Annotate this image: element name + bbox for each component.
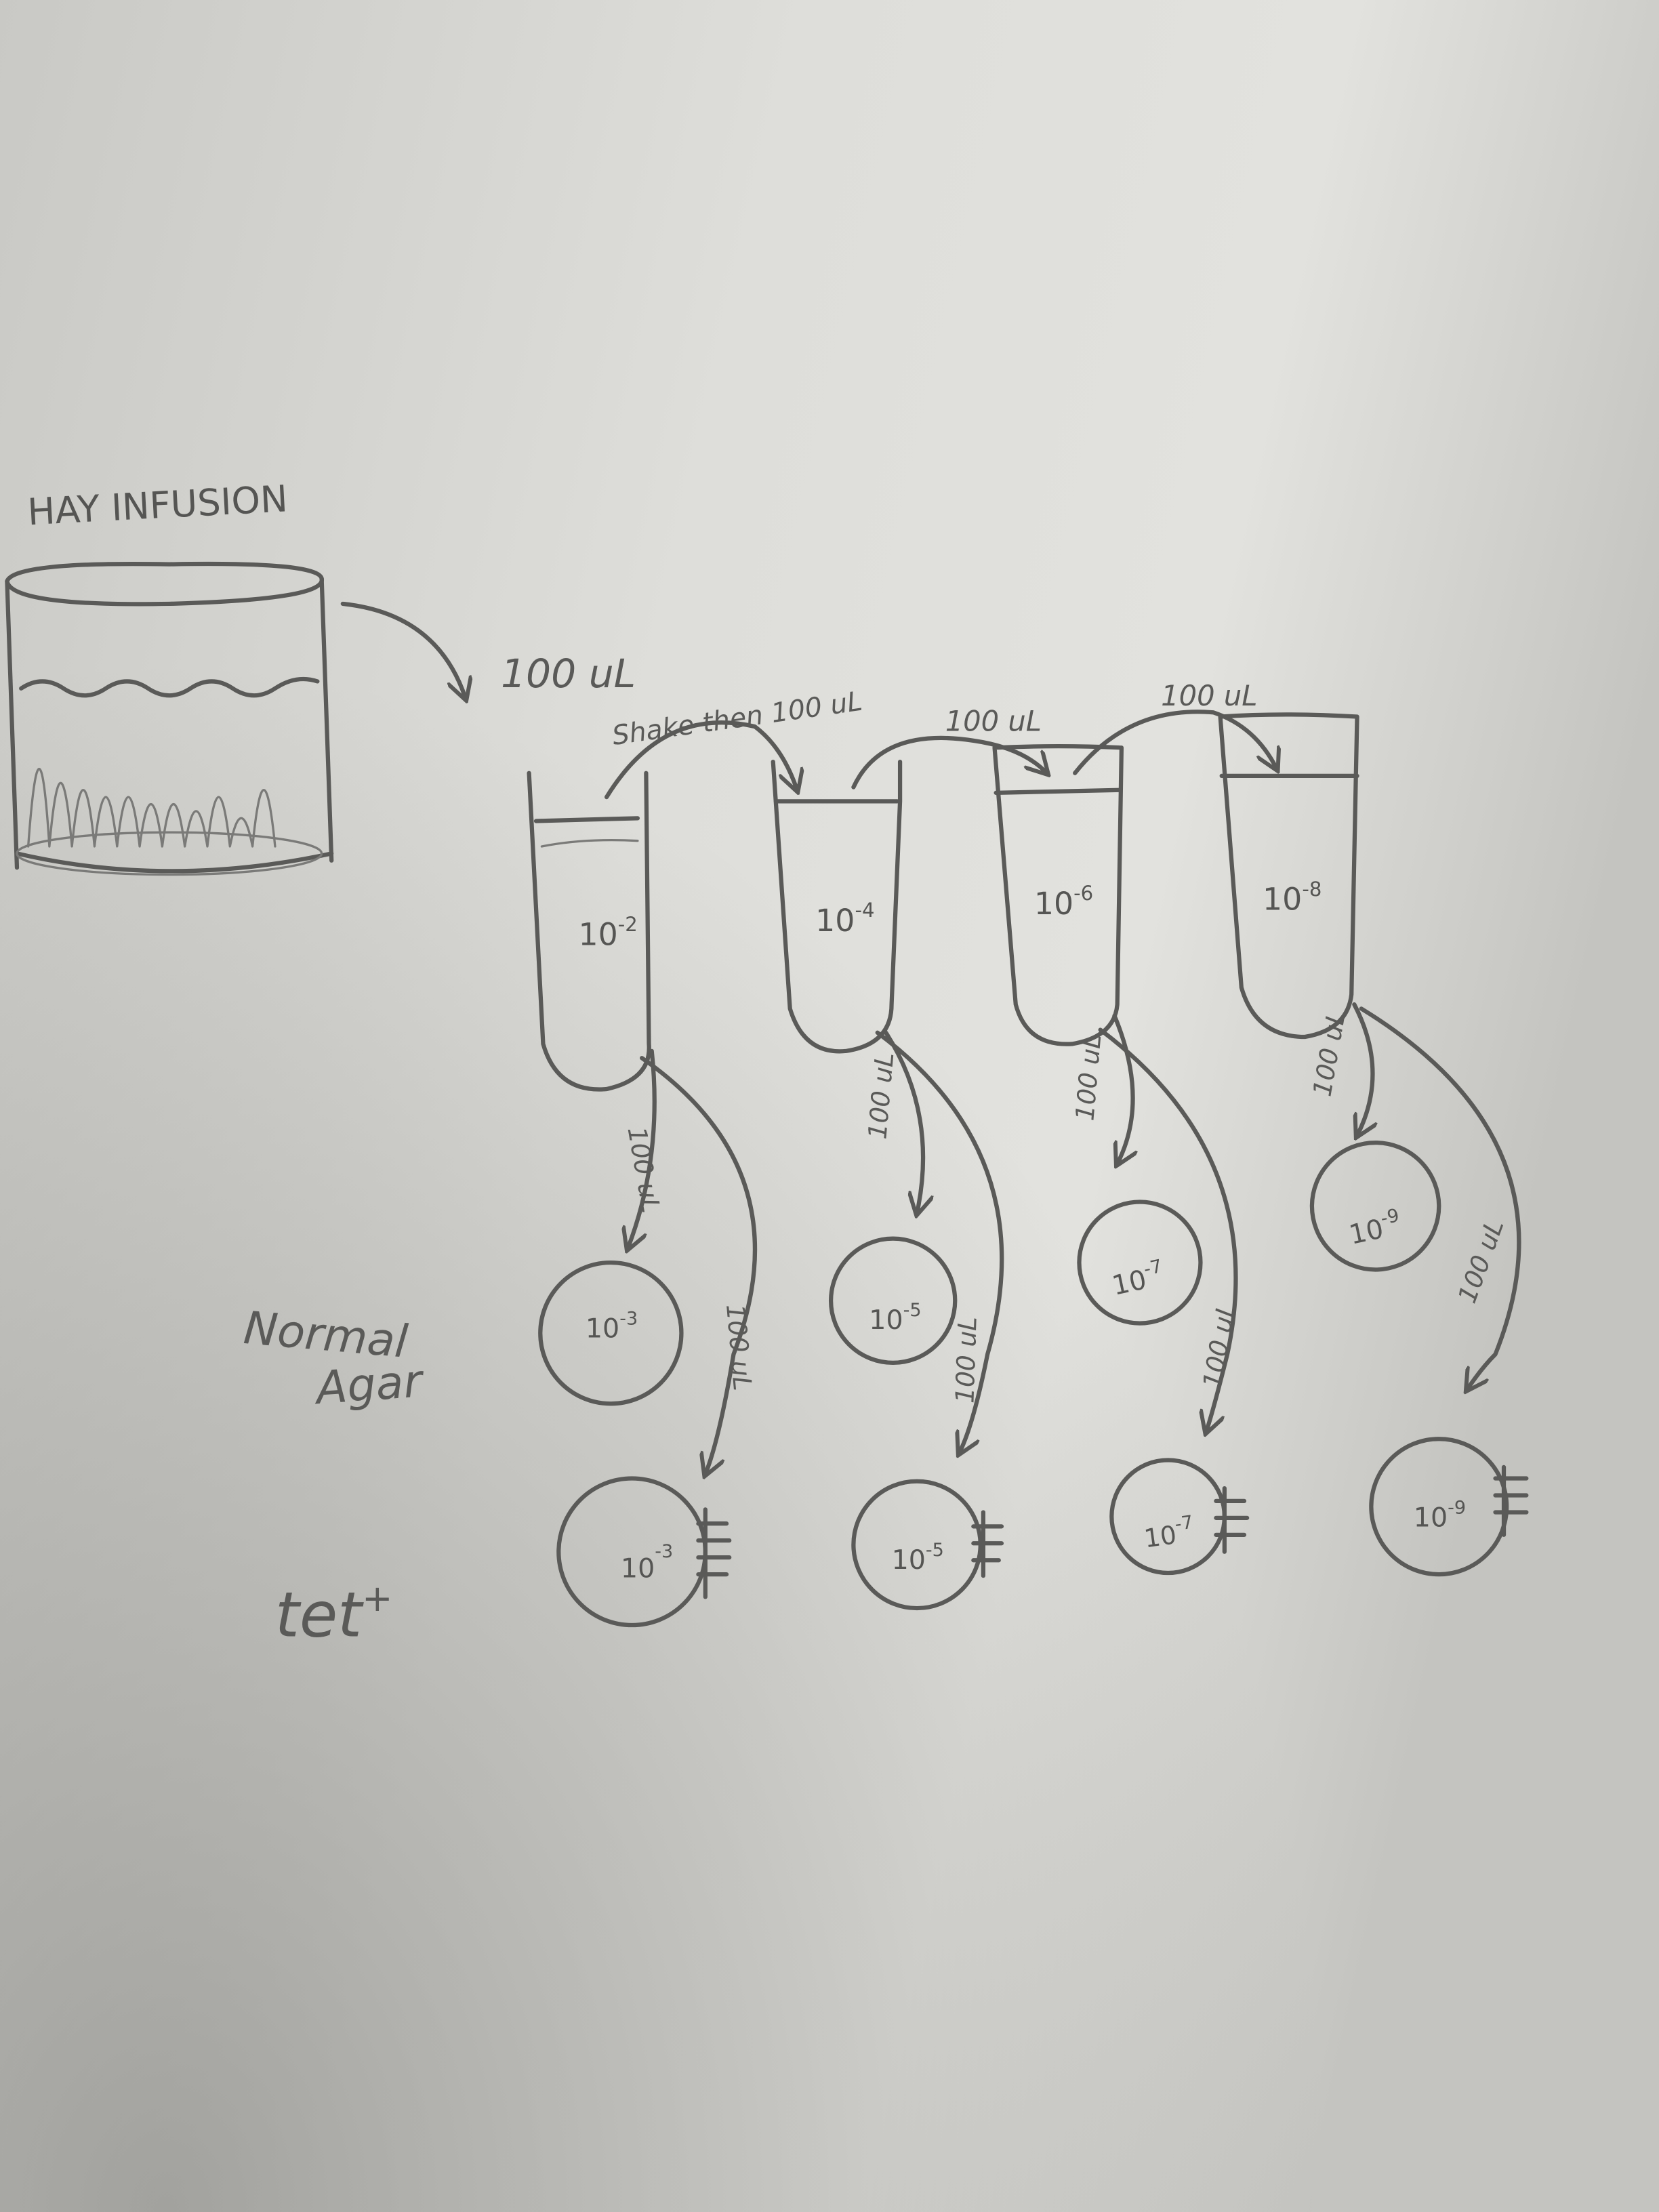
svg-text:10-4: 10-4 (815, 899, 874, 939)
tube-4: 10-8 (1218, 712, 1359, 1040)
initial-volume-label: 100 uL (501, 651, 636, 697)
normal-plate-2: 10-5 (828, 1236, 958, 1365)
tet-marks-icon (1214, 1486, 1250, 1554)
arrow-to-tube1 (340, 601, 466, 698)
tet-marks-icon (971, 1510, 1004, 1578)
plate-transfer-arrows (628, 1002, 1521, 1474)
transfer-arrow-2 (851, 735, 1046, 790)
tet-marks-icon (1493, 1465, 1529, 1537)
tet-plate-3: 10-7 (1109, 1458, 1250, 1576)
svg-text:10-6: 10-6 (1034, 882, 1093, 922)
svg-text:100 uL: 100 uL (949, 1316, 982, 1404)
svg-text:10-7: 10-7 (1141, 1512, 1196, 1554)
svg-text:10-7: 10-7 (1109, 1256, 1168, 1302)
svg-text:10-3: 10-3 (586, 1309, 638, 1345)
tet-plate-1: 10-3 (556, 1476, 732, 1628)
transfer-arrow-1 (604, 720, 797, 800)
transfer-label-2: 100 uL (945, 704, 1042, 737)
normal-agar-label-2: Agar (312, 1354, 426, 1414)
tube-3: 10-6 (992, 744, 1124, 1046)
svg-text:10-3: 10-3 (621, 1541, 673, 1584)
normal-plate-4: 10-9 (1309, 1141, 1441, 1272)
svg-text:10-5: 10-5 (869, 1300, 921, 1336)
normal-plate-3: 10-7 (1077, 1200, 1203, 1326)
svg-text:10-9: 10-9 (1414, 1498, 1466, 1534)
svg-text:100 uL: 100 uL (720, 1303, 758, 1391)
svg-text:10-8: 10-8 (1263, 878, 1322, 918)
tet-label: tet+ (275, 1577, 392, 1651)
transfer-label-3: 100 uL (1161, 679, 1257, 712)
tube-1-dilution: 10 (578, 916, 617, 953)
transfer-arrow-3 (1073, 710, 1277, 775)
tet-marks-icon (696, 1507, 732, 1599)
tet-plate-4: 10-9 (1369, 1437, 1529, 1577)
tube-2: 10-4 (771, 759, 903, 1054)
tet-plate-2: 10-5 (851, 1479, 1004, 1611)
beaker-icon (5, 561, 334, 876)
normal-plate-1: 10-3 (538, 1260, 684, 1406)
svg-text:10-2: 10-2 (578, 913, 637, 953)
svg-text:10-9: 10-9 (1345, 1205, 1404, 1251)
svg-text:10-5: 10-5 (892, 1540, 944, 1576)
